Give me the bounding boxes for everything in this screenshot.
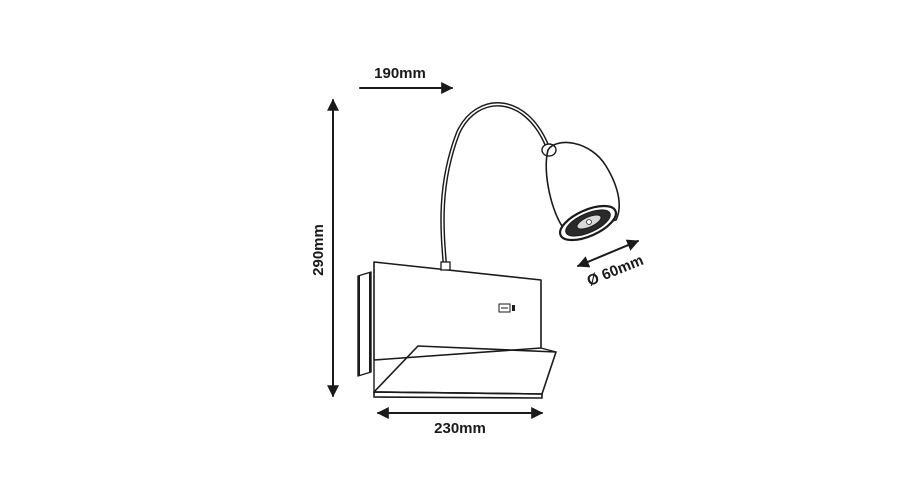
top-width-dimension: 190mm: [359, 65, 454, 94]
bottom-width-dimension: 230mm: [376, 407, 544, 437]
wall-mount-plate: [357, 271, 372, 377]
top-width-label: 190mm: [374, 65, 426, 82]
back-panel: [373, 261, 542, 361]
wall-lamp-drawing: [357, 102, 620, 399]
lamp-head: [541, 141, 620, 242]
height-dimension: 290mm: [310, 98, 339, 398]
shelf: [373, 345, 557, 399]
bottom-width-label: 230mm: [434, 420, 486, 437]
head-diameter-label: Ø 60mm: [585, 252, 646, 290]
gooseneck-arm: [440, 102, 551, 271]
head-diameter-arrow: [576, 239, 640, 268]
head-diameter-dimension: Ø 60mm: [576, 239, 646, 290]
height-label: 290mm: [310, 224, 327, 276]
usb-port-icon: [498, 303, 515, 313]
